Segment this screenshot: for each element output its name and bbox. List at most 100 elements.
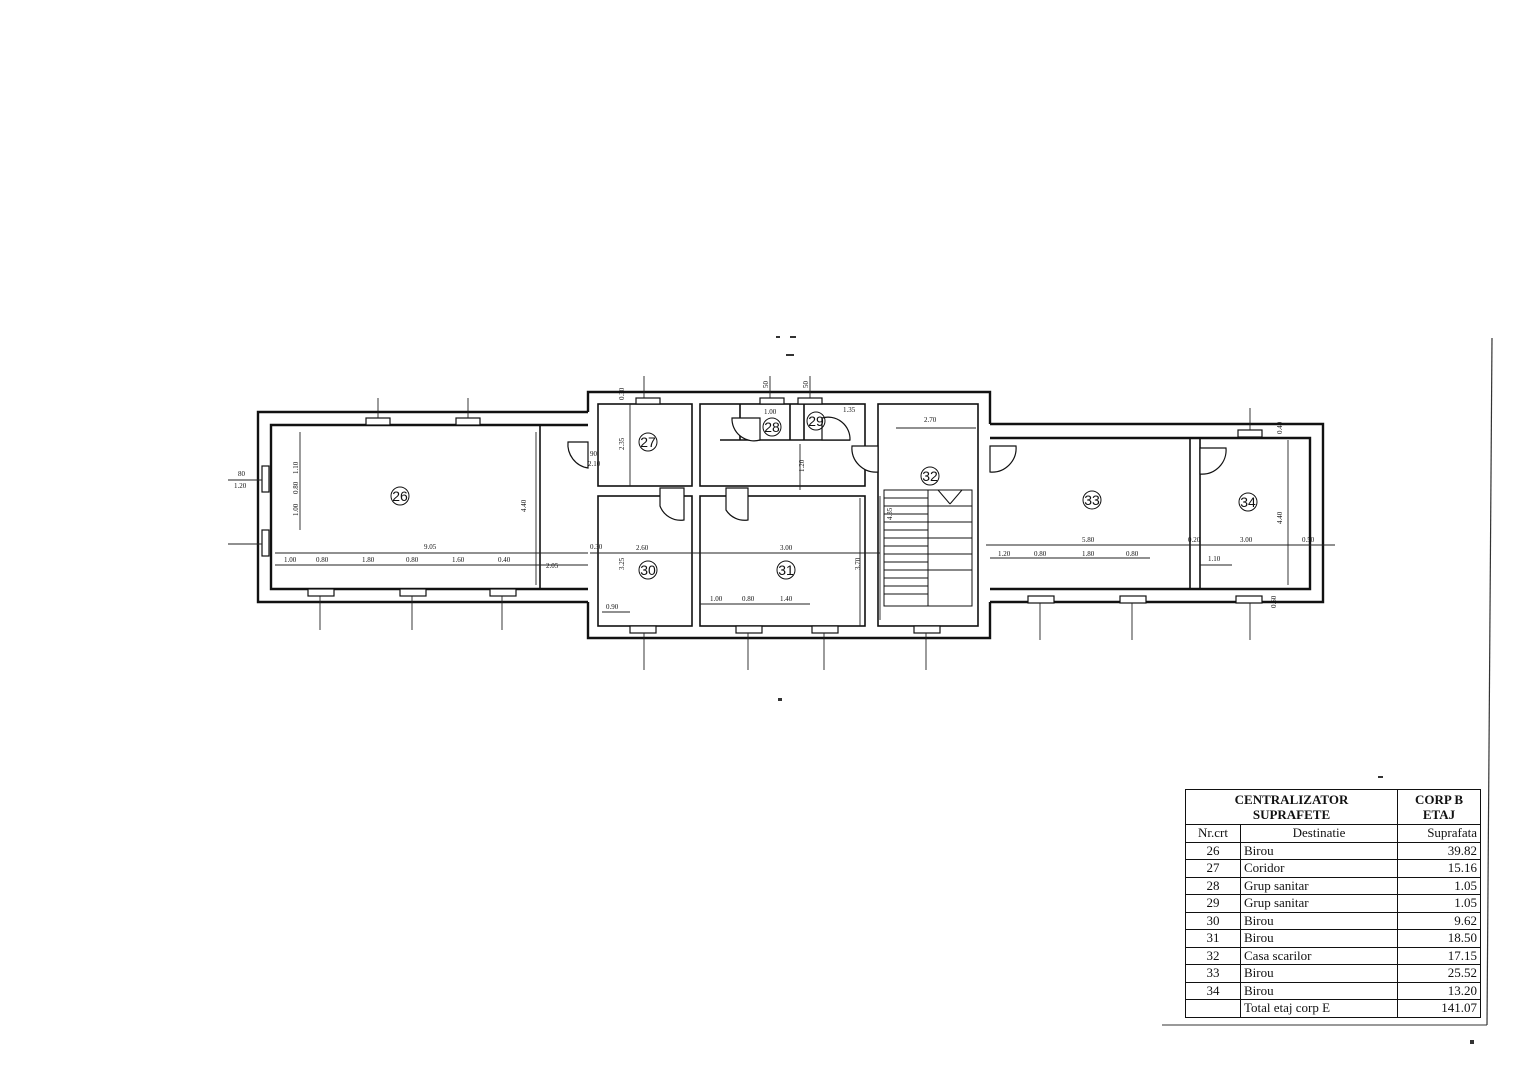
dim-window-w: 80	[238, 470, 246, 478]
table-total-row: Total etaj corp E 141.07	[1185, 999, 1481, 1018]
room-30-label: 30	[640, 562, 656, 578]
cell-area: 13.20	[1397, 981, 1481, 1000]
dim-room31-depth: 3.70	[854, 557, 862, 570]
cell-nr: 29	[1185, 894, 1241, 913]
cell-nr: 32	[1185, 946, 1241, 965]
dim-hall-h: 1.20	[798, 459, 806, 472]
cell-area: 18.50	[1397, 929, 1481, 948]
table-corp: CORP B ETAJ	[1397, 789, 1481, 825]
room-32-label: 32	[922, 468, 938, 484]
cell-nr-empty	[1185, 999, 1241, 1018]
dim-room28-w: 1.00	[764, 408, 777, 416]
dim-room33-d: 0.80	[1126, 550, 1139, 558]
table-title-line1: CENTRALIZATOR	[1234, 792, 1349, 807]
cell-area: 39.82	[1397, 841, 1481, 860]
dim-bottom-c: 1.80	[362, 556, 375, 564]
dim-bottom-f: 0.40	[498, 556, 511, 564]
dim-wc-door-h: 50	[802, 381, 810, 389]
cell-area: 15.16	[1397, 859, 1481, 878]
dim-room31-a: 1.00	[710, 595, 723, 603]
table-title-line2: SUPRAFETE	[1252, 807, 1331, 822]
dim-room34-a: 1.10	[1208, 555, 1221, 563]
dim-room33-c: 1.80	[1082, 550, 1095, 558]
col-header-dest: Destinatie	[1240, 824, 1398, 843]
cell-dest: Coridor	[1240, 859, 1398, 878]
staircase	[883, 489, 973, 607]
dim-bottom-d: 0.80	[406, 556, 419, 564]
dim-room26-length: 9.05	[424, 543, 437, 551]
cell-dest: Birou	[1240, 911, 1398, 930]
dim-room33-a: 1.20	[998, 550, 1011, 558]
cell-dest: Casa scarilor	[1240, 946, 1398, 965]
cell-area: 1.05	[1397, 876, 1481, 895]
dim-wall-34: 0.20	[1188, 536, 1201, 544]
dim-room26-w1: 1.10	[292, 461, 300, 474]
dim-room26-depth: 4.40	[520, 499, 528, 512]
cell-dest: Grup sanitar	[1240, 876, 1398, 895]
dim-room32-w: 2.70	[924, 416, 937, 424]
room-labels: 26 27 28 29 30 31 32 33 34	[390, 411, 1258, 580]
cell-nr: 31	[1185, 929, 1241, 948]
dim-room34-b: 0.60	[1270, 595, 1278, 608]
dim-room27-h: 2.35	[618, 437, 626, 450]
cell-dest: Grup sanitar	[1240, 894, 1398, 913]
dim-room30-width: 2.60	[636, 544, 649, 552]
dim-bottom-b: 0.80	[316, 556, 329, 564]
dim-room31-b: 0.80	[742, 595, 755, 603]
frame-line-right	[1486, 337, 1493, 1026]
dimension-lines	[228, 376, 1335, 670]
cell-area: 17.15	[1397, 946, 1481, 965]
cell-nr: 30	[1185, 911, 1241, 930]
doors	[567, 416, 1227, 521]
cell-nr: 33	[1185, 964, 1241, 983]
dim-wc-door-w: 50	[762, 381, 770, 389]
dim-room34-top: 0.40	[1276, 421, 1284, 434]
dim-room33-b: 0.80	[1034, 550, 1047, 558]
cell-nr: 34	[1185, 981, 1241, 1000]
cell-nr: 26	[1185, 841, 1241, 860]
cell-nr: 28	[1185, 876, 1241, 895]
total-label: Total etaj corp E	[1240, 999, 1398, 1018]
cell-dest: Birou	[1240, 981, 1398, 1000]
cell-area: 25.52	[1397, 964, 1481, 983]
dim-room34-edge: 0.50	[1302, 536, 1315, 544]
room-33-label: 33	[1084, 492, 1100, 508]
scan-specks	[776, 336, 1474, 1044]
dim-room26-w2: 0.80	[292, 481, 300, 494]
dim-bottom-a: 1.00	[284, 556, 297, 564]
table-corp-line2: ETAJ	[1422, 807, 1456, 822]
room-27-label: 27	[640, 434, 656, 450]
room-26-label: 26	[392, 488, 408, 504]
table-corp-line1: CORP B	[1414, 792, 1464, 807]
dim-door-h: 2.10	[588, 460, 601, 468]
cell-dest: Birou	[1240, 964, 1398, 983]
cell-nr: 27	[1185, 859, 1241, 878]
dim-room32-h: 4.35	[886, 507, 894, 520]
dim-room27-t: 0.30	[618, 387, 626, 400]
interior-walls	[539, 403, 1201, 627]
dim-room34-depth: 4.40	[1276, 511, 1284, 524]
dim-bottom-g: 2.05	[546, 562, 559, 570]
dim-door-w: 90	[590, 450, 598, 458]
dim-room30-depth: 3.25	[618, 557, 626, 570]
table-header-row: CENTRALIZATOR SUPRAFETE CORP B ETAJ	[1185, 789, 1481, 825]
outer-walls	[256, 390, 1325, 640]
dim-room34-width: 3.00	[1240, 536, 1253, 544]
area-summary-table: CENTRALIZATOR SUPRAFETE CORP B ETAJ Nr.c…	[1185, 789, 1481, 1018]
room-28-label: 28	[764, 419, 780, 435]
dim-window-h: 1.20	[234, 482, 247, 490]
cell-dest: Birou	[1240, 929, 1398, 948]
cell-area: 9.62	[1397, 911, 1481, 930]
room-29-label: 29	[808, 413, 824, 429]
col-header-nr: Nr.crt	[1185, 824, 1241, 843]
dimension-labels: 9.05 4.40 1.10 0.80 1.00 1.00 0.80 1.80 …	[234, 381, 1315, 612]
